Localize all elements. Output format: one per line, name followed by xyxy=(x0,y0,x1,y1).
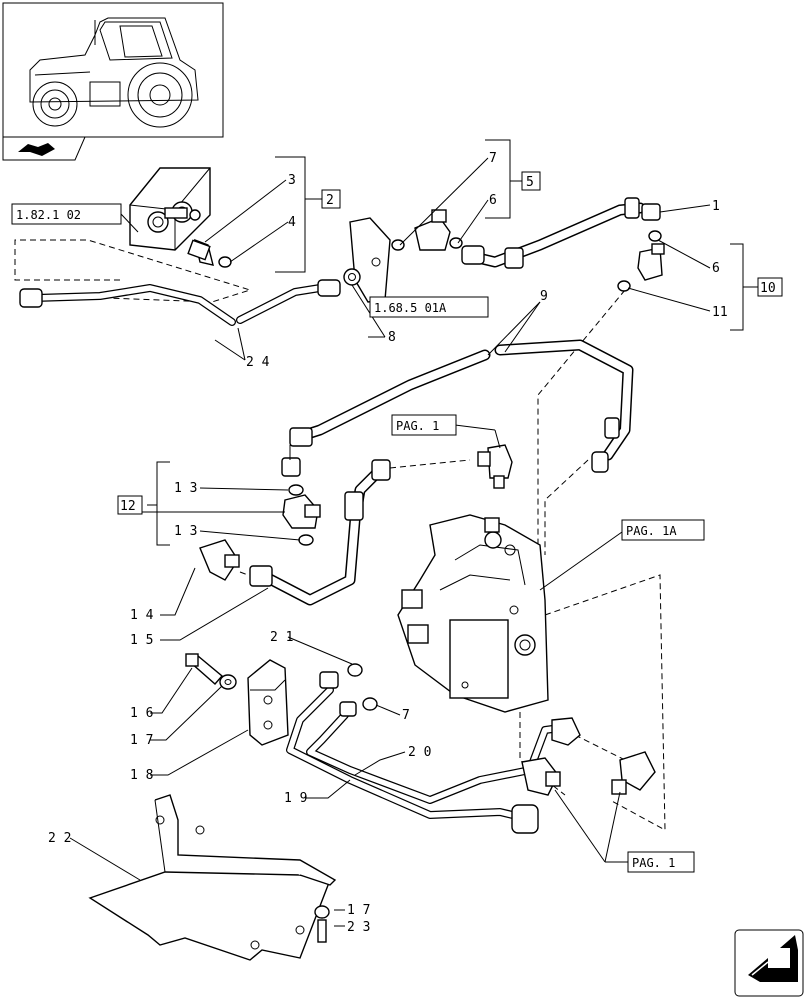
seal-7-lower[interactable] xyxy=(362,697,378,711)
seal-7[interactable] xyxy=(391,239,405,251)
callout-13-bottom: 1 3 xyxy=(174,524,197,539)
callout-23: 2 3 xyxy=(347,920,370,935)
seal-13-top[interactable] xyxy=(288,484,304,496)
callout-3: 3 xyxy=(288,173,296,188)
bolt-16[interactable] xyxy=(185,653,223,685)
hose-15[interactable] xyxy=(249,459,471,606)
callout-8: 8 xyxy=(388,330,396,345)
dashed-path-elbow2 xyxy=(574,734,626,761)
washer-17[interactable] xyxy=(219,674,237,690)
hose-9[interactable] xyxy=(281,339,634,477)
callout-22: 2 2 xyxy=(48,831,71,846)
book-icon[interactable] xyxy=(2,136,86,161)
mounting-plate[interactable] xyxy=(349,217,391,303)
svg-text:PAG. 1A: PAG. 1A xyxy=(626,524,677,538)
svg-text:10: 10 xyxy=(760,281,776,296)
reference-1-68-5-01a[interactable]: 1.68.5 01A xyxy=(369,296,489,318)
dashed-path-9 xyxy=(537,289,626,545)
callout-4: 4 xyxy=(288,215,296,230)
nut-8[interactable] xyxy=(343,268,361,286)
callout-17: 1 7 xyxy=(130,733,153,748)
boxed-callout-10[interactable]: 10 xyxy=(757,277,783,297)
callout-11: 11 xyxy=(712,305,728,320)
seal-11[interactable] xyxy=(617,280,631,292)
valve-block-assembly[interactable] xyxy=(129,167,211,251)
dashed-path-left xyxy=(14,239,252,303)
callout-15: 1 5 xyxy=(130,633,153,648)
callout-6-right: 6 xyxy=(712,261,720,276)
boxed-callout-5[interactable]: 5 xyxy=(521,171,541,191)
callout-20: 2 0 xyxy=(408,745,431,760)
svg-text:2: 2 xyxy=(326,193,334,208)
reference-pag-1a[interactable]: PAG. 1A xyxy=(621,519,705,541)
callout-9: 9 xyxy=(540,289,548,304)
seal-13-bottom[interactable] xyxy=(298,534,314,546)
callout-21: 2 1 xyxy=(270,630,293,645)
control-valve-block[interactable] xyxy=(397,514,549,713)
callout-labels: 3 4 7 6 1 6 11 8 2 4 9 1 3 1 3 1 4 1 5 2… xyxy=(48,151,728,935)
cover-plate-22[interactable] xyxy=(88,794,337,961)
callout-7-top: 7 xyxy=(489,151,497,166)
washer-17-lower[interactable] xyxy=(314,905,330,919)
clamp-18[interactable] xyxy=(247,659,289,746)
tee-fitting-5[interactable] xyxy=(414,209,451,251)
callout-1: 1 xyxy=(712,199,720,214)
callout-14: 1 4 xyxy=(130,608,154,623)
next-page-arrow-icon[interactable] xyxy=(734,929,804,997)
callout-13-top: 1 3 xyxy=(174,481,197,496)
boxed-callout-12[interactable]: 12 xyxy=(117,495,143,515)
hose-1[interactable] xyxy=(461,197,661,269)
seal-6-right[interactable] xyxy=(648,230,662,242)
callout-6-left: 6 xyxy=(489,193,497,208)
seal-6-left[interactable] xyxy=(449,237,463,249)
reference-1-82-1-02[interactable]: 1.82.1 02 xyxy=(11,203,122,225)
reference-pag-1-bottom[interactable]: PAG. 1 xyxy=(627,851,695,873)
svg-text:12: 12 xyxy=(120,499,136,514)
dashed-path-right xyxy=(544,459,589,555)
svg-text:PAG. 1: PAG. 1 xyxy=(632,856,675,870)
svg-text:1.82.1 02: 1.82.1 02 xyxy=(16,208,81,222)
tee-fitting-12[interactable] xyxy=(282,494,321,529)
elbow-pag1-lower-b[interactable] xyxy=(611,751,656,795)
callout-16: 1 6 xyxy=(130,706,153,721)
svg-text:PAG. 1: PAG. 1 xyxy=(396,419,439,433)
elbow-pag1-lower-a[interactable] xyxy=(521,757,561,796)
svg-text:1.68.5 01A: 1.68.5 01A xyxy=(374,301,447,315)
svg-text:5: 5 xyxy=(526,175,534,190)
callout-18: 1 8 xyxy=(130,768,153,783)
reference-pag-1-top[interactable]: PAG. 1 xyxy=(391,414,457,436)
fitting-3[interactable] xyxy=(187,238,214,266)
callout-24: 2 4 xyxy=(246,355,270,370)
elbow-10[interactable] xyxy=(637,243,665,281)
callout-17-lower: 1 7 xyxy=(347,903,370,918)
boxed-callout-2[interactable]: 2 xyxy=(321,189,341,209)
tube-24[interactable] xyxy=(19,279,341,326)
seal-21[interactable] xyxy=(347,663,363,677)
callout-7-lower: 7 xyxy=(402,708,410,723)
pipe-20[interactable] xyxy=(306,701,581,834)
tractor-thumbnail-icon[interactable] xyxy=(2,2,224,138)
dashed-path-elbow xyxy=(519,712,566,796)
screw-23[interactable] xyxy=(317,919,327,943)
callout-19: 1 9 xyxy=(284,791,307,806)
elbow-pag1[interactable] xyxy=(477,444,513,489)
seal-4[interactable] xyxy=(218,256,232,268)
elbow-14[interactable] xyxy=(199,539,240,581)
leader-lines xyxy=(69,139,758,927)
dashed-path-valve xyxy=(544,574,666,831)
